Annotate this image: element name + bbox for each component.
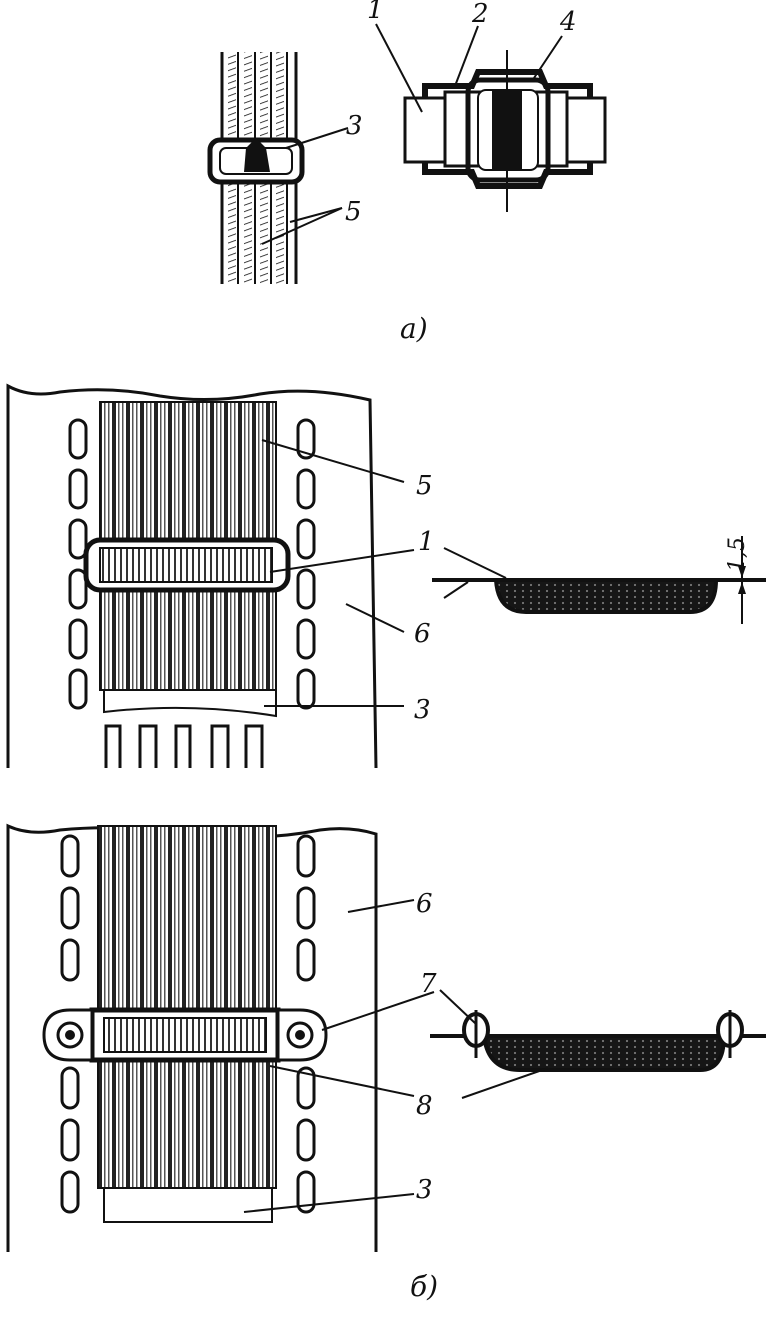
leader-lines-b-upper	[261, 439, 507, 707]
part-b-upper: 5 1 6 3 1,5	[6, 383, 766, 769]
bundle-end-upper	[103, 689, 277, 718]
part-b-lower: 6 7 8 3 б)	[6, 823, 766, 1303]
label-a-2: 2	[471, 0, 489, 29]
caption-b: б)	[410, 1270, 438, 1303]
label-b-lower-6: 6	[416, 889, 433, 919]
side-section-lower	[430, 1010, 766, 1072]
label-b-lower-7: 7	[420, 969, 437, 999]
label-b-upper-6: 6	[414, 619, 431, 649]
strap-lower	[42, 1007, 328, 1063]
label-b-upper-5: 5	[416, 471, 433, 501]
clamp-cross-section	[403, 50, 607, 212]
tray-slots-upper	[68, 418, 316, 768]
label-b-upper-3: 3	[414, 695, 431, 725]
tray-slots-lower	[60, 834, 316, 1214]
dimension-label: 1,5	[725, 537, 750, 572]
leader-lines-b-lower	[243, 899, 549, 1213]
caption-a: а)	[400, 312, 428, 345]
label-a-5: 5	[345, 197, 362, 227]
side-section-upper	[432, 536, 766, 624]
label-a-4: 4	[559, 7, 577, 37]
leader-lines-a	[261, 23, 563, 245]
label-a-3: 3	[346, 111, 363, 141]
label-a-1: 1	[367, 0, 384, 25]
clamp-band	[207, 137, 305, 185]
label-b-lower-3: 3	[416, 1175, 433, 1205]
label-b-upper-1: 1	[418, 527, 435, 557]
label-b-lower-8: 8	[416, 1091, 433, 1121]
part-a: 1 2 4 3 5 а)	[207, 0, 607, 345]
cable-bundle-lower	[97, 825, 277, 1189]
bundle-end-lower	[103, 1187, 273, 1223]
strap-upper	[83, 537, 291, 593]
